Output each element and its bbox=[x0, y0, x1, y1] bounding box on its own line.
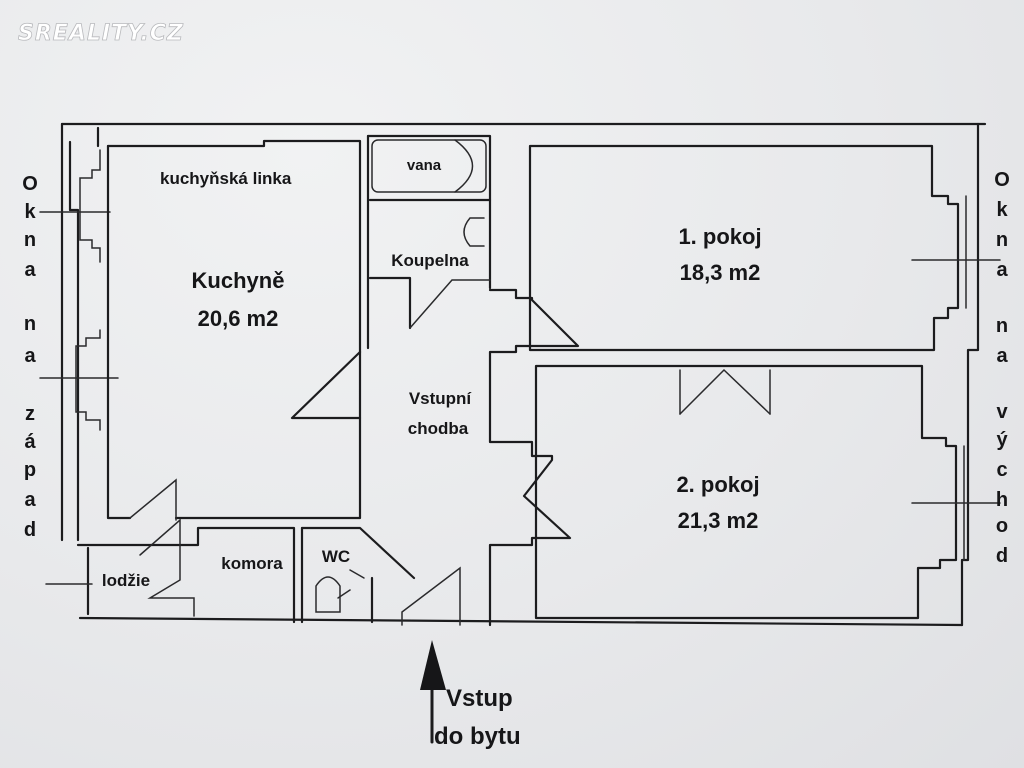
kitchen-name-label: Kuchyně bbox=[192, 268, 285, 293]
kitchen-counter-label: kuchyňská linka bbox=[160, 169, 292, 188]
kitchen-area-label: 20,6 m2 bbox=[198, 306, 279, 331]
east-letter: O bbox=[994, 169, 1010, 191]
hallway-label-line2: chodba bbox=[408, 419, 469, 438]
room1-walls bbox=[528, 144, 1001, 352]
west-letter: k bbox=[24, 201, 36, 223]
service-rooms-walls bbox=[45, 478, 416, 624]
entrance-label-line2: do bytu bbox=[434, 723, 521, 750]
west-letter: á bbox=[24, 431, 36, 453]
east-letter: n bbox=[996, 315, 1008, 337]
hallway-walls bbox=[290, 288, 580, 627]
west-letter: z bbox=[25, 403, 35, 425]
west-letter: a bbox=[24, 259, 36, 281]
east-letter: d bbox=[996, 545, 1008, 567]
east-letter: h bbox=[996, 489, 1008, 511]
bathtub-label: vana bbox=[407, 157, 442, 174]
entrance-arrow bbox=[420, 640, 446, 744]
west-letter: a bbox=[24, 489, 36, 511]
room1-name-label: 1. pokoj bbox=[678, 224, 761, 249]
east-letter: n bbox=[996, 229, 1008, 251]
room2-walls bbox=[534, 364, 1001, 620]
west-letter: p bbox=[24, 459, 36, 481]
pantry-label: komora bbox=[221, 554, 283, 573]
loggia-label: lodžie bbox=[102, 571, 150, 590]
outer-walls bbox=[60, 122, 987, 627]
east-letter: ý bbox=[996, 429, 1008, 451]
west-letter: d bbox=[24, 519, 36, 541]
east-letter: c bbox=[996, 459, 1007, 481]
bathroom-walls bbox=[366, 134, 492, 350]
east-letter: a bbox=[996, 259, 1008, 281]
hallway-label-line1: Vstupní bbox=[409, 389, 473, 408]
east-letter: o bbox=[996, 515, 1008, 537]
bathroom-label: Koupelna bbox=[391, 251, 469, 270]
east-letter: k bbox=[996, 199, 1008, 221]
west-letter: n bbox=[24, 229, 36, 251]
room1-area-label: 18,3 m2 bbox=[680, 260, 761, 285]
wc-label: WC bbox=[322, 547, 350, 566]
west-letter: n bbox=[24, 313, 36, 335]
west-letter: a bbox=[24, 345, 36, 367]
east-letter: v bbox=[996, 401, 1008, 423]
room2-area-label: 21,3 m2 bbox=[678, 508, 759, 533]
kitchen-walls bbox=[96, 126, 362, 520]
east-letter: a bbox=[996, 345, 1008, 367]
entrance-label-line1: Vstup bbox=[446, 685, 513, 712]
room2-name-label: 2. pokoj bbox=[676, 472, 759, 497]
west-window-upper bbox=[39, 149, 111, 263]
west-letter: O bbox=[22, 173, 38, 195]
watermark-logo: SREALITY.CZ bbox=[18, 21, 184, 46]
